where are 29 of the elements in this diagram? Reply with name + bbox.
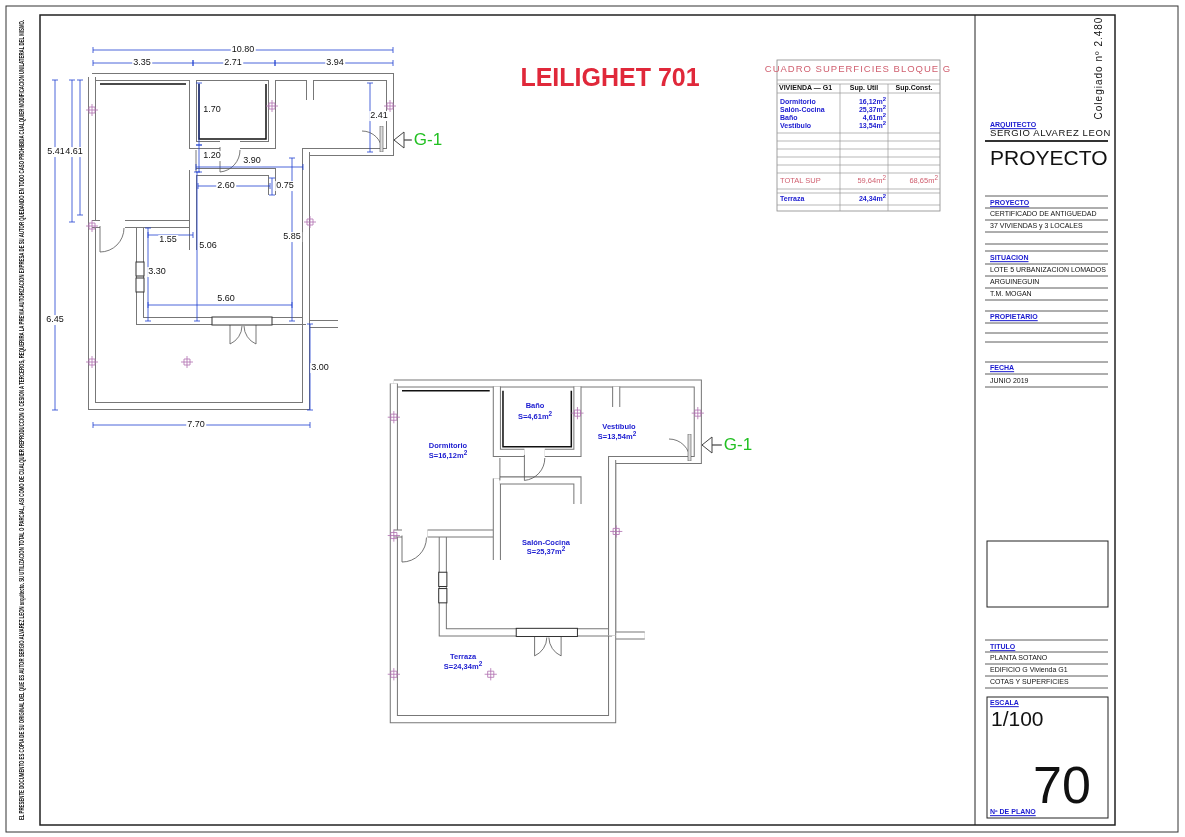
entrance-arrow	[701, 436, 723, 454]
dimension-value: 3.35	[132, 58, 152, 68]
entrance-arrow	[393, 131, 413, 149]
dimension-value: 0.75	[275, 181, 295, 191]
dimension-value: 7.70	[186, 420, 206, 430]
plan-title: LEILIGHET 701	[520, 62, 700, 92]
dimension-value: 6.45	[45, 315, 65, 325]
dimension-value: 5.06	[198, 241, 218, 251]
table-title: CUADRO SUPERFICIES BLOQUE G	[764, 63, 952, 75]
dimension-value: 4.61	[64, 147, 84, 157]
dimension-value: 1.55	[158, 235, 178, 245]
dimension-value: 10.80	[230, 45, 256, 55]
dimension-value: 5.60	[216, 294, 236, 304]
entrance-label: G-1	[723, 435, 753, 455]
dimension-value: 3.00	[310, 363, 330, 373]
dimension-value: 5.41	[46, 147, 66, 157]
dimension-value: 2.41	[369, 111, 389, 121]
dimension-value: 5.85	[282, 232, 302, 242]
entrance-label: G-1	[413, 130, 443, 150]
dimension-value: 1.70	[202, 105, 222, 115]
title-block-text: PROYECTO	[990, 146, 1108, 170]
dimension-value: 3.94	[325, 58, 345, 68]
architect-registration: Colegiado nº 2.480	[1092, 16, 1104, 120]
dimension-value: 1.20	[202, 151, 222, 161]
dimension-value: 2.60	[216, 181, 236, 191]
dimension-value: 2.71	[223, 58, 243, 68]
dimension-value: 3.30	[147, 267, 167, 277]
dimension-value: 3.90	[242, 156, 262, 166]
title-block-text: 1/100	[991, 707, 1044, 731]
